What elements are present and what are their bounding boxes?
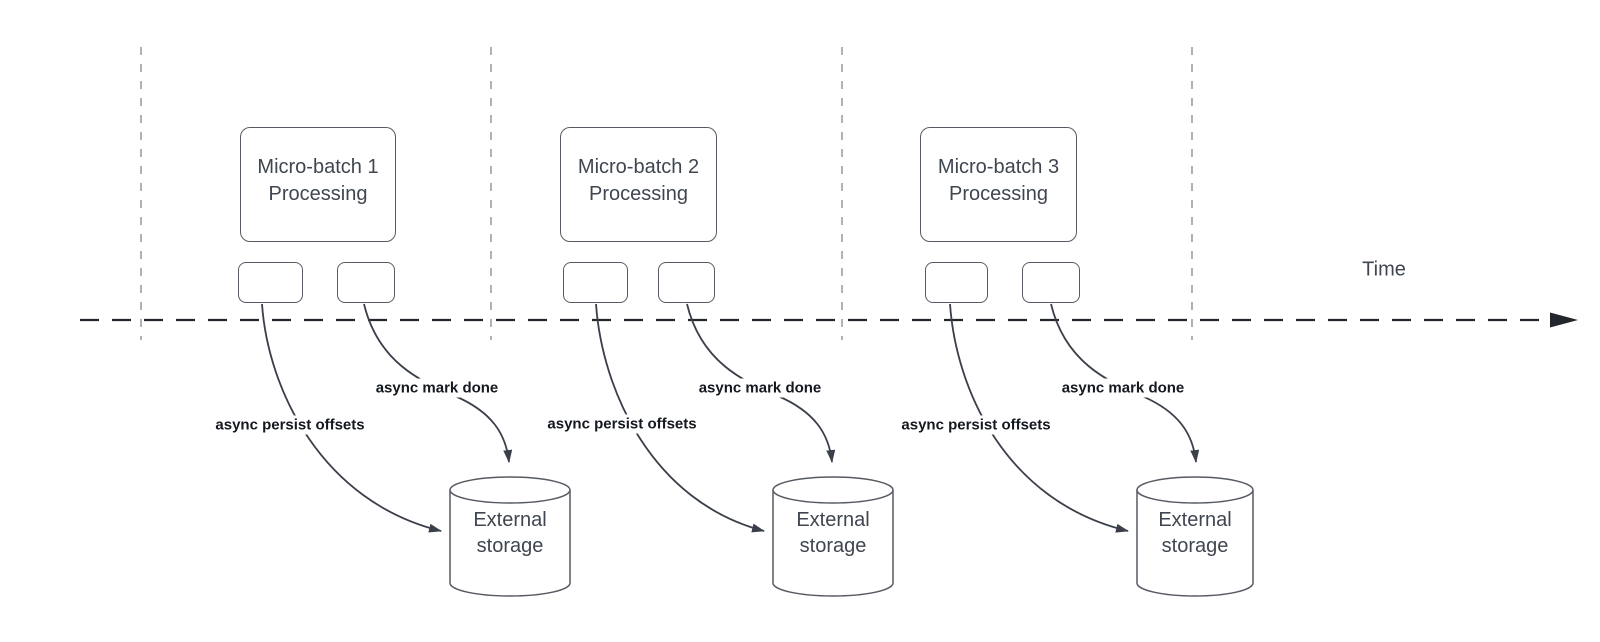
time-axis-arrowhead-icon	[1550, 312, 1578, 328]
external-storage-cylinder-3	[1136, 476, 1254, 597]
micro-batch-2-title-line1: Micro-batch 2	[577, 156, 700, 179]
external-storage-label-3: External storage	[1133, 507, 1257, 559]
external-storage-label-1: External storage	[448, 507, 572, 559]
micro-batch-3-title-line1: Micro-batch 3	[937, 156, 1060, 179]
micro-batch-1-title-line2: Processing	[268, 182, 368, 205]
external-storage-label-1-line1: External	[473, 509, 547, 531]
micro-batch-2-processing-box: Micro-batch 2 Processing	[560, 127, 717, 242]
persist-offsets-arrow-1	[261, 303, 442, 533]
persist-offsets-label-2: async persist offsets	[544, 414, 700, 434]
micro-batch-3-processing-box: Micro-batch 3 Processing	[920, 127, 1077, 242]
async-task-box-2b	[658, 262, 715, 303]
external-storage-cylinder-2	[772, 476, 894, 597]
persist-offsets-label-1: async persist offsets	[212, 415, 368, 435]
micro-batch-1-processing-box: Micro-batch 1 Processing	[240, 127, 396, 242]
mark-done-label-1: async mark done	[372, 378, 502, 398]
async-task-box-3b	[1022, 262, 1080, 303]
external-storage-label-2: External storage	[771, 507, 895, 559]
mark-done-label-3: async mark done	[1058, 378, 1188, 398]
micro-batch-2-title-line2: Processing	[589, 182, 688, 205]
async-task-box-3a	[925, 262, 988, 303]
persist-offsets-arrow-3	[949, 303, 1129, 533]
external-storage-label-3-line2: storage	[1161, 535, 1229, 557]
persist-offsets-label-3: async persist offsets	[898, 415, 1054, 435]
async-task-box-1b	[337, 262, 395, 303]
external-storage-label-3-line1: External	[1158, 509, 1232, 531]
time-axis-label: Time	[1362, 258, 1406, 281]
mark-done-label-2: async mark done	[695, 378, 825, 398]
micro-batch-1-title-line1: Micro-batch 1	[257, 156, 379, 179]
external-storage-label-1-line2: storage	[476, 535, 544, 557]
async-task-box-2a	[563, 262, 628, 303]
external-storage-label-2-line1: External	[796, 509, 870, 531]
micro-batch-3-title-line2: Processing	[949, 182, 1048, 205]
external-storage-cylinder-1	[449, 476, 571, 597]
persist-offsets-arrow-2	[595, 303, 765, 533]
async-task-box-1a	[238, 262, 303, 303]
external-storage-label-2-line2: storage	[799, 535, 867, 557]
